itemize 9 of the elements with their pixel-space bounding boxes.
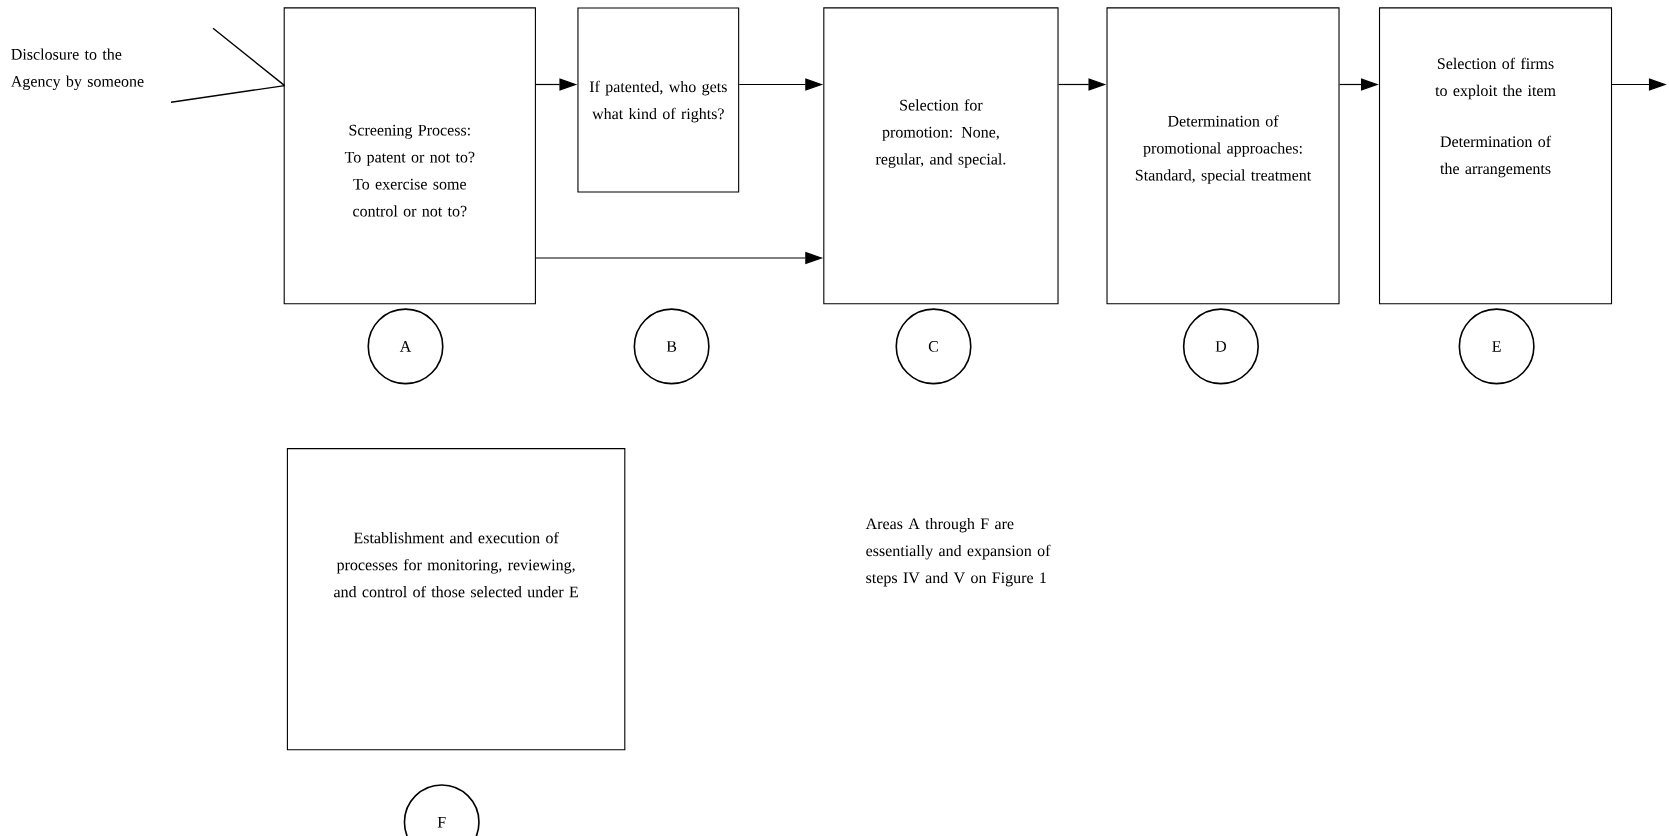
process-box: Selection for promotion: None, regular, and special. [823,7,1059,305]
process-box: If patented, who gets what kind of rights? [577,7,740,193]
chevron [170,27,286,103]
process-box: Selection of firms to exploit the item Determination of the arrangements [1378,7,1613,305]
process-box: Screening Process: To patent or not to? To exercise some control or not to? [283,7,536,305]
note-text: Areas A through F are essentially and expansion of steps IV and V on Figure 1 [865,517,1051,587]
source-text: Disclosure to the Agency by someone [10,48,144,91]
process-box: Establishment and execution of processes for monitoring, reviewing, and control of those selected under E [286,448,626,751]
process-box: Determination of promotional approaches: Standard, special treatment [1106,7,1340,305]
